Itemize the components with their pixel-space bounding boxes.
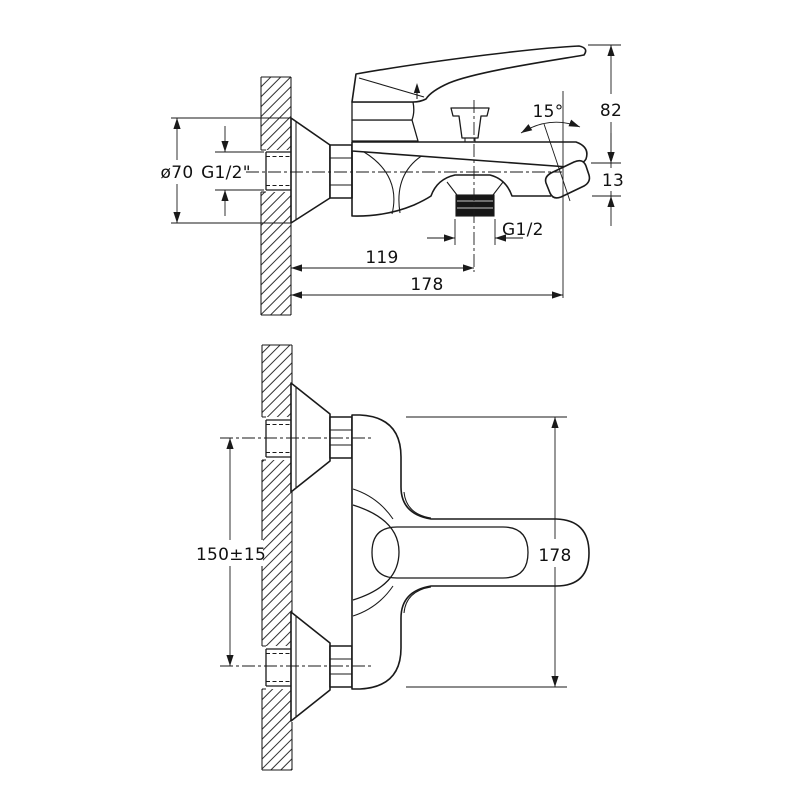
dim-label-escutcheon-diameter: ø70 [161,163,194,183]
diverter-knob [450,107,490,142]
mixer-body-and-handle [351,414,590,690]
dimension-total-projection: 178 [291,275,563,299]
dim-label-inlet-thread: G1/2" [201,163,251,183]
cartridge-cap [351,101,419,142]
lever-handle [351,45,587,103]
inlet-pipe-stub [265,151,291,191]
escutcheon-bottom [290,611,331,722]
dim-label-spout-angle: 15° [532,102,563,122]
dimension-spout-angle: 15° [520,102,581,134]
dim-label-body-projection: 178 [538,546,571,566]
dim-label-wall-to-outlet: 119 [365,248,398,268]
shower-outlet [455,194,495,217]
dimension-handle-height: 82 [588,44,628,163]
spout [544,159,591,199]
escutcheon-top [290,382,331,493]
dimension-inlet-thread: G1/2" [201,126,264,216]
inlet-pipe-stub-top [265,419,291,458]
wall-hatch [262,345,292,417]
handle-face [371,526,529,579]
lever-motion-arrow [413,83,421,99]
centerlines [246,100,562,272]
handle-pivot-dome [352,504,400,601]
dimension-spout-height: 13 [591,133,627,226]
dimension-wall-to-outlet: 119 [291,248,474,272]
centerlines [220,437,372,667]
mounting-nut [329,144,353,199]
wall-section [260,76,292,316]
wall-hatch [262,460,292,646]
dim-label-handle-height: 82 [600,101,622,121]
wall-hatch [261,192,291,315]
mounting-nut-top [329,416,353,459]
wall-hatch [262,689,292,770]
mixer-body [351,151,551,217]
wall-section [261,344,293,771]
plan-view: 150±15 178 [196,344,590,771]
dimension-inlet-spacing: 150±15 [196,438,266,666]
dimension-shower-outlet-thread: G1/2 [427,219,544,245]
side-view: ø70 G1/2" 15° 82 13 [158,44,628,316]
dim-label-total-projection: 178 [410,275,443,295]
dim-label-spout-height: 13 [602,171,624,191]
dimension-body-projection: 178 [406,416,574,688]
wall-hatch [261,77,291,150]
dim-label-shower-outlet-thread: G1/2 [502,220,544,240]
mounting-nut-bottom [329,645,353,688]
dimension-escutcheon-diameter: ø70 [158,117,291,224]
dim-label-inlet-spacing: 150±15 [196,545,266,565]
escutcheon [290,117,331,224]
inlet-pipe-stub-bottom [265,648,291,687]
